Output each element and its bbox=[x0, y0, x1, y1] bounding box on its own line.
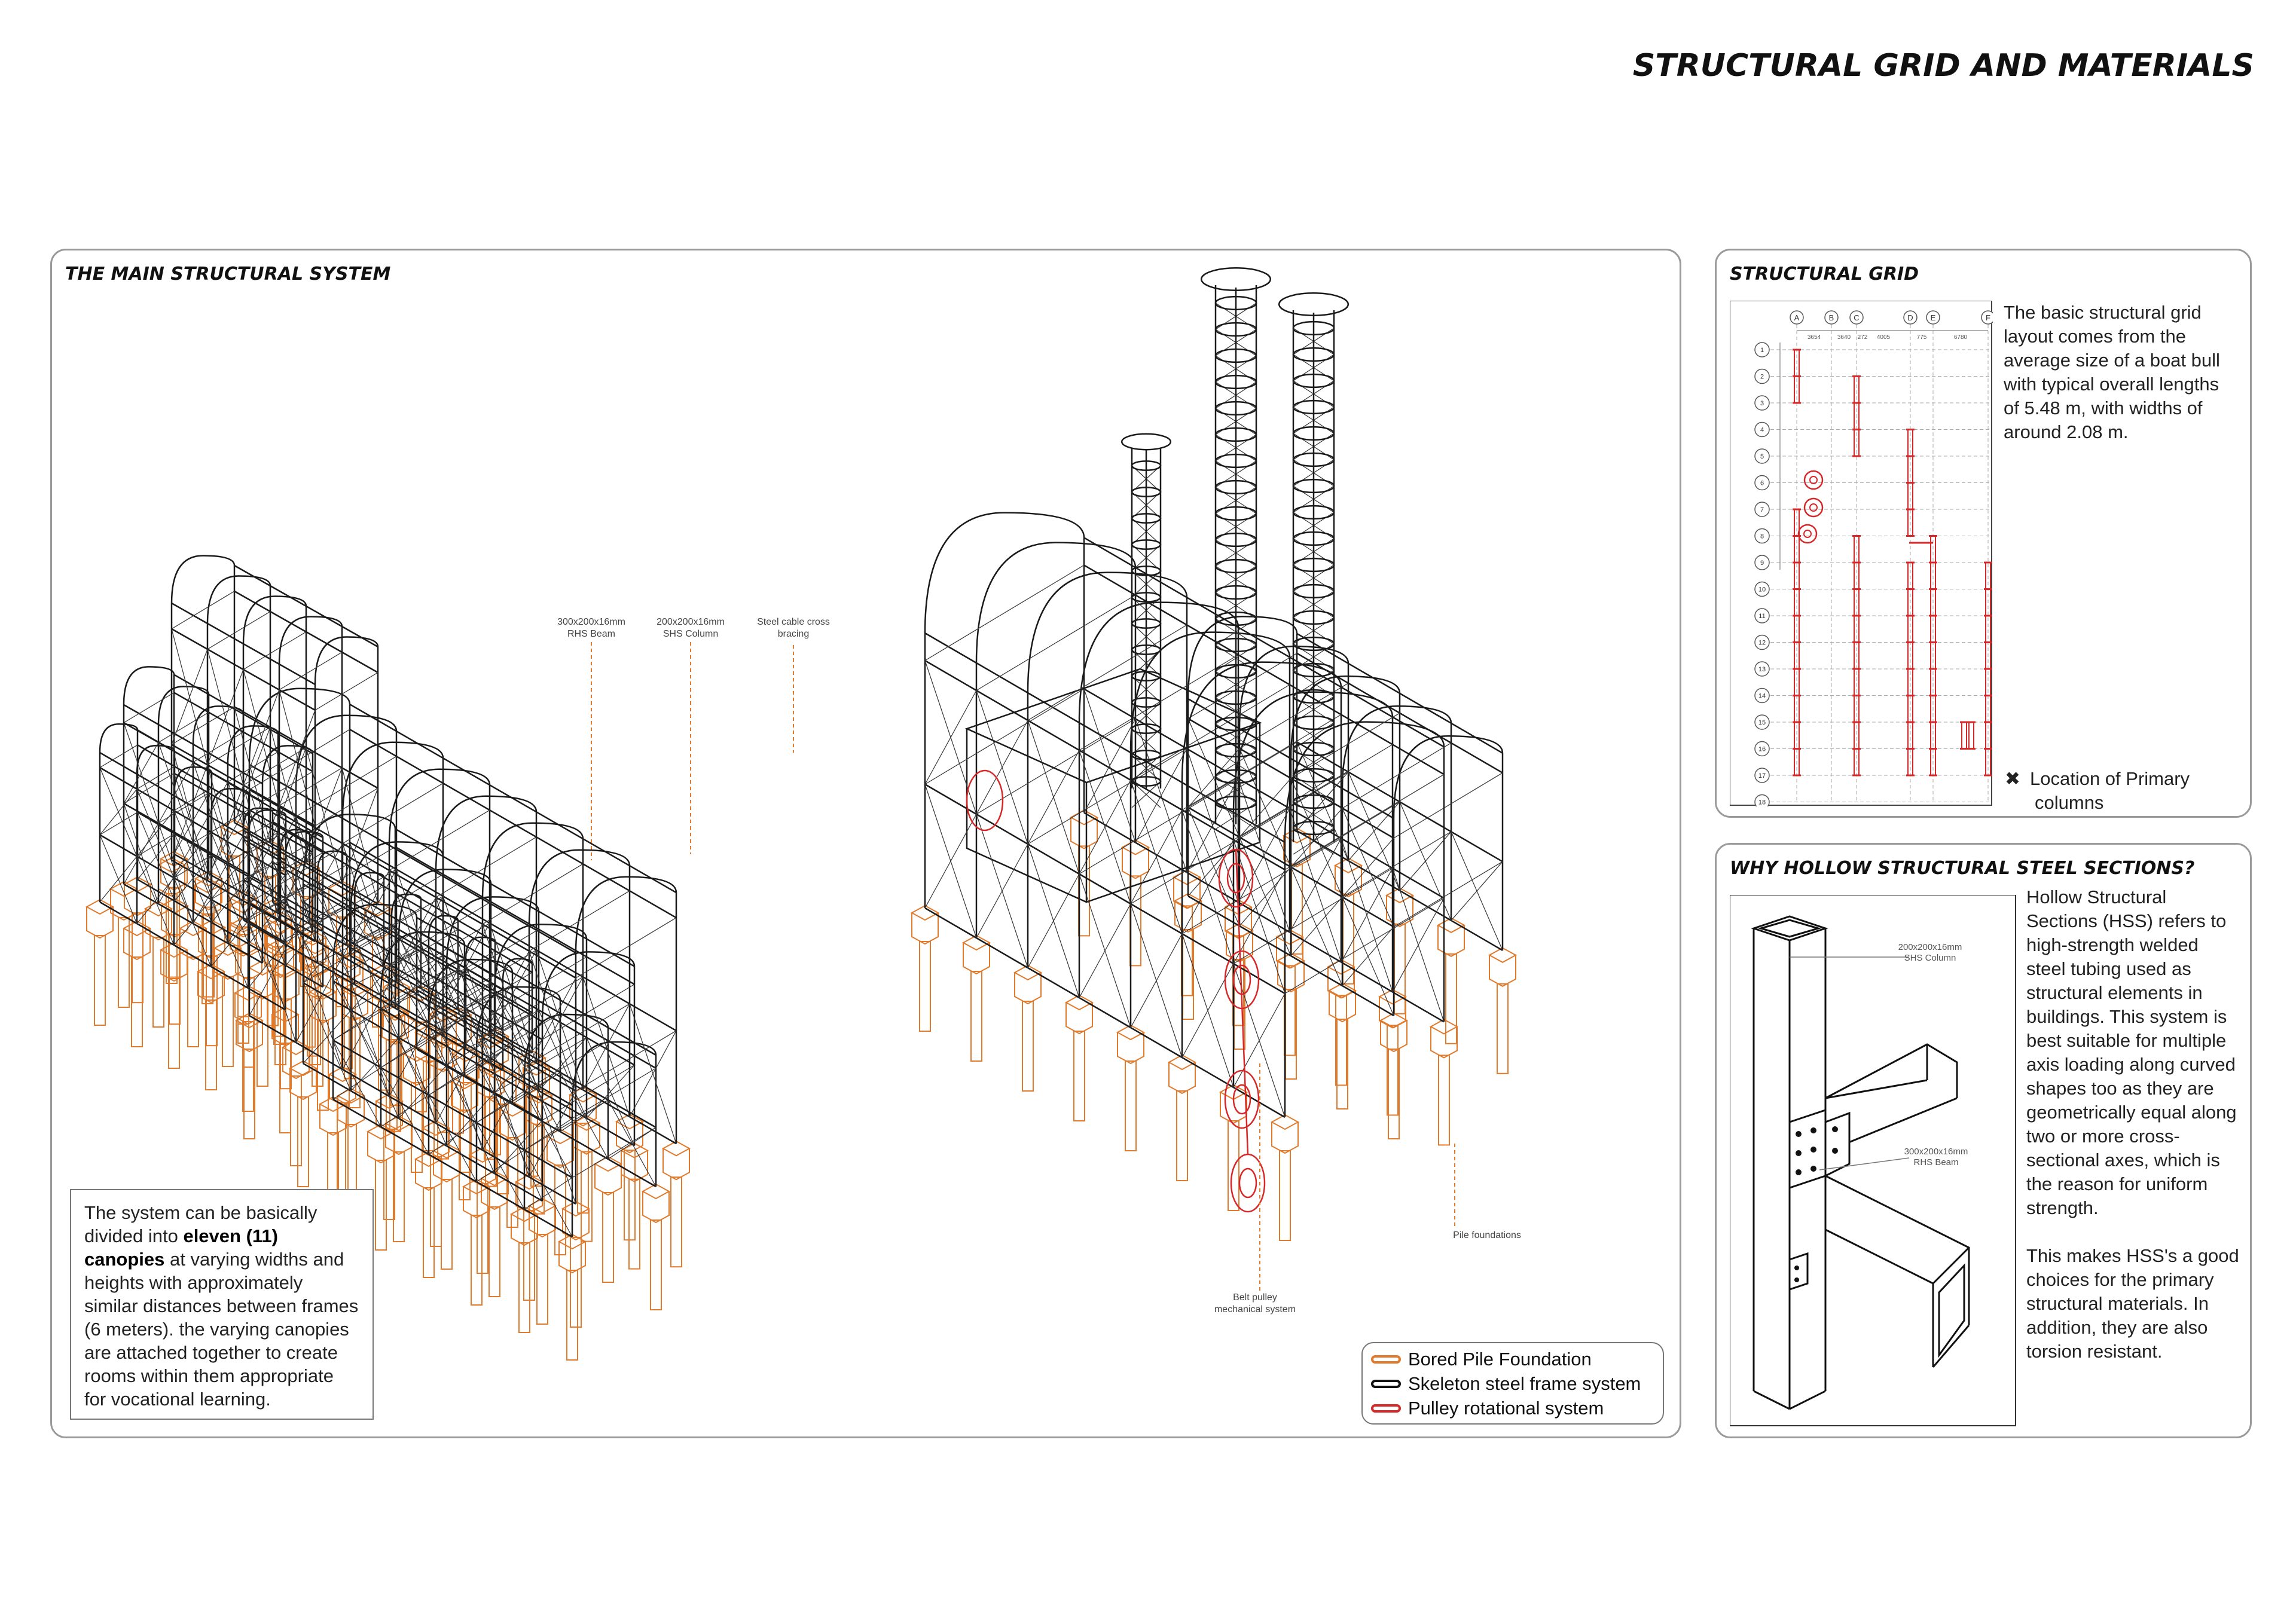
svg-text:15: 15 bbox=[1758, 719, 1766, 726]
main-panel-title: THE MAIN STRUCTURAL SYSTEM bbox=[65, 264, 391, 285]
belt-pulley-annotation: Belt pulley mechanical system bbox=[1214, 1292, 1296, 1315]
annotation-leaders bbox=[591, 642, 1455, 1291]
svg-text:17: 17 bbox=[1758, 772, 1766, 780]
svg-text:6780: 6780 bbox=[1954, 334, 1968, 341]
legend-swatch-black bbox=[1371, 1379, 1401, 1388]
svg-text:10: 10 bbox=[1758, 586, 1766, 594]
svg-text:1: 1 bbox=[1760, 347, 1764, 354]
hss-column-label-1: 200x200x16mm bbox=[1898, 942, 1962, 952]
svg-text:4005: 4005 bbox=[1877, 334, 1891, 341]
isometric-structure-drawing bbox=[85, 267, 1518, 1361]
svg-text:D: D bbox=[1907, 313, 1913, 322]
svg-text:B: B bbox=[1829, 313, 1834, 322]
grid-column-bubble bbox=[1790, 310, 1804, 325]
grid-column-bubble bbox=[1903, 310, 1918, 325]
legend-item-pulley: Pulley rotational system bbox=[1371, 1396, 1654, 1420]
svg-text:6: 6 bbox=[1760, 480, 1764, 487]
svg-text:12: 12 bbox=[1758, 640, 1766, 647]
grid-column-bubble bbox=[1824, 310, 1839, 325]
hss-panel-title: WHY HOLLOW STRUCTURAL STEEL SECTIONS? bbox=[1730, 858, 2195, 879]
hss-description: Hollow Structural Sections (HSS) refers … bbox=[2026, 887, 2239, 1362]
legend: Bored Pile Foundation Skeleton steel fra… bbox=[1361, 1342, 1664, 1425]
svg-text:E: E bbox=[1931, 313, 1936, 322]
shs-column-annotation: 200x200x16mm SHS Column bbox=[657, 617, 725, 639]
svg-text:14: 14 bbox=[1758, 693, 1766, 700]
hss-joint-drawing: 200x200x16mm SHS Column 300x200x16mm RHS… bbox=[1730, 895, 2016, 1426]
chimney-towers bbox=[1120, 267, 1349, 842]
svg-text:2: 2 bbox=[1760, 374, 1764, 381]
hss-beam-label-1: 300x200x16mm bbox=[1904, 1147, 1968, 1157]
grid-column-bubble bbox=[1981, 310, 1993, 325]
svg-text:C: C bbox=[1854, 313, 1859, 322]
main-structural-system-panel: THE MAIN STRUCTURAL SYSTEM 300x200x16mm … bbox=[50, 249, 1681, 1438]
svg-text:5: 5 bbox=[1760, 453, 1764, 460]
svg-text:A: A bbox=[1794, 313, 1800, 322]
svg-text:13: 13 bbox=[1758, 666, 1766, 673]
svg-text:272: 272 bbox=[1858, 334, 1868, 341]
svg-text:3654: 3654 bbox=[1808, 334, 1821, 341]
grid-panel-title: STRUCTURAL GRID bbox=[1730, 264, 1919, 285]
svg-text:18: 18 bbox=[1758, 799, 1766, 806]
pile-foundations-annotation: Pile foundations bbox=[1453, 1230, 1521, 1240]
svg-text:3: 3 bbox=[1760, 400, 1764, 407]
svg-text:7: 7 bbox=[1760, 506, 1764, 514]
svg-text:3640: 3640 bbox=[1837, 334, 1851, 341]
grid-column-bubble bbox=[1849, 310, 1864, 325]
svg-text:F: F bbox=[1986, 313, 1990, 322]
legend-swatch-orange bbox=[1371, 1355, 1401, 1364]
pulley-system bbox=[966, 769, 1266, 1213]
primary-columns-note: ✖Location of Primary columns bbox=[2005, 768, 2190, 813]
system-description: The system can be basically divided into… bbox=[70, 1189, 374, 1420]
svg-text:11: 11 bbox=[1758, 613, 1765, 620]
hss-column-label-2: SHS Column bbox=[1904, 953, 1956, 963]
legend-item-frame: Skeleton steel frame system bbox=[1371, 1371, 1654, 1396]
hss-beam-label-2: RHS Beam bbox=[1913, 1157, 1958, 1167]
hss-panel: WHY HOLLOW STRUCTURAL STEEL SECTIONS? bbox=[1715, 843, 2252, 1438]
cross-icon: ✖ bbox=[2005, 768, 2020, 789]
svg-text:9: 9 bbox=[1760, 560, 1764, 567]
grid-column-bubble bbox=[1926, 310, 1940, 325]
grid-description: The basic structural grid layout comes f… bbox=[2004, 302, 2220, 442]
legend-item-pile: Bored Pile Foundation bbox=[1371, 1347, 1654, 1371]
svg-text:8: 8 bbox=[1760, 533, 1764, 540]
page-title: STRUCTURAL GRID AND MATERIALS bbox=[1632, 48, 2254, 84]
svg-text:16: 16 bbox=[1758, 746, 1766, 753]
cable-bracing-annotation: Steel cable cross bracing bbox=[757, 617, 830, 639]
rhs-beam-annotation: 300x200x16mm RHS Beam bbox=[557, 617, 625, 639]
svg-text:4: 4 bbox=[1760, 427, 1764, 434]
svg-text:775: 775 bbox=[1917, 334, 1927, 341]
legend-swatch-red bbox=[1371, 1404, 1401, 1413]
